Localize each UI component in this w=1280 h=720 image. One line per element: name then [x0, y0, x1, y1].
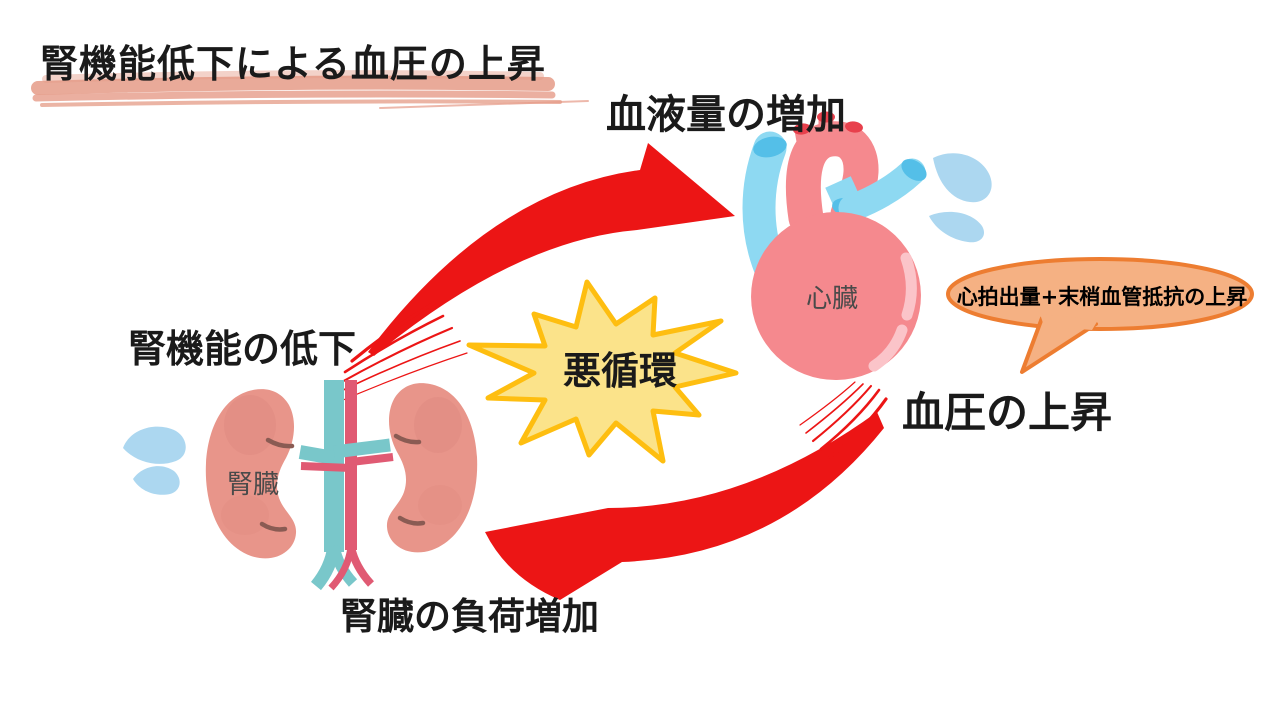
kidney-sweat-drops-icon: [123, 426, 186, 495]
label-blood-volume-increase: 血液量の増加: [606, 92, 846, 138]
heart-label: 心臓: [806, 284, 859, 314]
vicious-cycle-label: 悪循環: [562, 349, 678, 394]
vicious-cycle-starburst: [466, 279, 739, 464]
slide-title: 腎機能低下による血圧の上昇: [40, 42, 546, 86]
label-kidney-load-increase: 腎臓の負荷増加: [340, 595, 599, 638]
heart-sweat-drops-icon: [929, 153, 992, 243]
cycle-arrow-bottom: [485, 381, 888, 600]
speech-bubble-text: 心拍出量+末梢血管抵抗の上昇: [956, 285, 1248, 309]
speech-bubble: [946, 257, 1254, 374]
kidney-illustration: [205, 380, 478, 591]
label-kidney-function-decline: 腎機能の低下: [128, 327, 357, 371]
kidney-label: 腎臓: [227, 470, 280, 500]
title-underline-brush: [31, 70, 589, 109]
label-blood-pressure-rise: 血圧の上昇: [902, 388, 1113, 437]
heart-illustration: [742, 111, 927, 381]
